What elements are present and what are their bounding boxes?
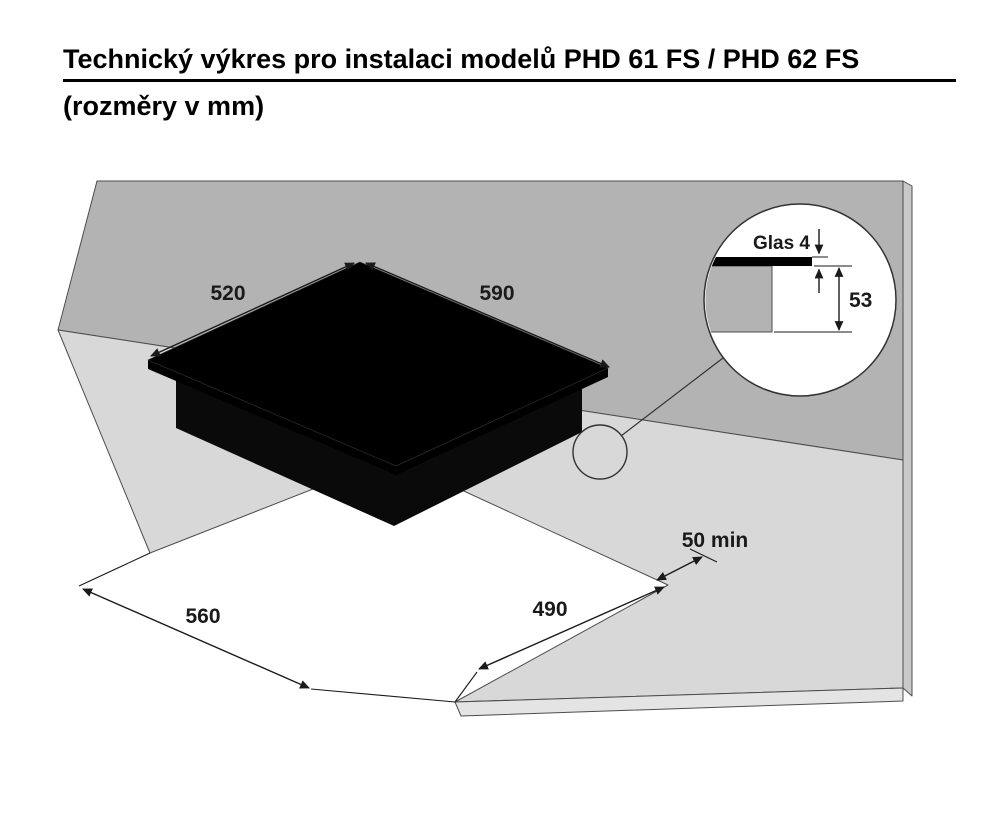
detail-circle [703, 203, 897, 397]
dim-590-label: 590 [479, 282, 514, 305]
dim-520-arrow [150, 262, 355, 357]
dim-490-arrow [478, 586, 665, 670]
page-title: Technický výkres pro instalaci modelů PH… [63, 44, 956, 82]
cutout-dimensions: 560 490 50 min [78, 529, 749, 703]
dim-50min-arrow [656, 556, 703, 581]
dim-50min-label: 50 min [682, 529, 749, 552]
page-subtitle: (rozměry v mm) [63, 91, 265, 121]
detail-glass-label: Glas 4 [753, 233, 810, 254]
hob-glass-edge [148, 360, 608, 475]
dim-560-label: 560 [185, 605, 220, 628]
worktop-front-edge-face [454, 687, 904, 717]
dim-490-label: 490 [532, 598, 567, 621]
dim-590-arrow [365, 262, 610, 368]
dim-50min-reference-tick [689, 548, 718, 563]
detail-depth-label: 53 [849, 289, 872, 312]
dim-560-extension-left [78, 552, 151, 587]
edge-detail-callout: Glas 4 53 [572, 203, 897, 480]
dim-490-extension [454, 671, 478, 703]
title-block: Technický výkres pro instalaci modelů PH… [63, 44, 956, 122]
detail-worktop-section [705, 265, 773, 333]
detail-glass-section [705, 257, 812, 266]
detail-marker-circle [572, 424, 628, 480]
dim-560-arrow [82, 588, 310, 689]
detail-section [705, 229, 852, 333]
dim-520-label: 520 [210, 282, 245, 305]
worktop-right-edge-face [902, 180, 913, 697]
dim-560-extension-right [310, 688, 456, 703]
hob-dimensions: 520 590 [150, 262, 610, 368]
detail-leader-line [620, 357, 724, 437]
hob-body [176, 374, 582, 526]
